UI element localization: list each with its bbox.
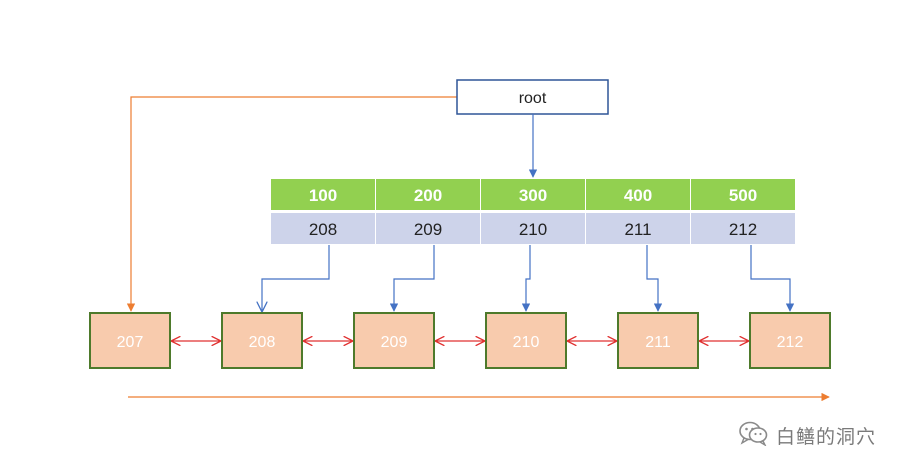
- root-node: root: [456, 79, 609, 115]
- leaf-node: 207: [89, 312, 171, 369]
- internal-node-pointers: 208 209 210 211 212: [271, 213, 795, 244]
- leaf-node: 208: [221, 312, 303, 369]
- pointer-label: 208: [309, 220, 337, 239]
- leaf-row: 207 208 209 210 211 212: [89, 312, 831, 369]
- key-cell: [691, 179, 795, 210]
- key-cell: [271, 179, 375, 210]
- pointer-label: 209: [414, 220, 442, 239]
- key-cell: [586, 179, 690, 210]
- root-label: root: [519, 90, 547, 107]
- leaf-node: 212: [749, 312, 831, 369]
- pointer-arrows: [262, 245, 795, 312]
- key-label: 400: [624, 186, 652, 205]
- watermark-text: 白鳝的洞穴: [776, 425, 877, 448]
- pointer-label: 210: [519, 220, 547, 239]
- pointer-label: 212: [729, 220, 757, 239]
- pointer-arrow: [646, 245, 663, 312]
- pointer-arrow: [389, 245, 435, 312]
- leaf-label: 210: [513, 334, 540, 351]
- wechat-icon: [738, 420, 770, 451]
- leaf-label: 208: [249, 334, 276, 351]
- root-to-first-leaf-arrow: [126, 96, 457, 312]
- pointer-label: 211: [624, 220, 651, 239]
- pointer-cell: [376, 213, 480, 244]
- leaf-label: 207: [117, 334, 144, 351]
- pointer-cell: [691, 213, 795, 244]
- pointer-arrow: [750, 245, 795, 312]
- key-cell: [481, 179, 585, 210]
- leaf-node: 210: [485, 312, 567, 369]
- key-label: 300: [519, 186, 547, 205]
- key-cell: [376, 179, 480, 210]
- leaf-label: 211: [645, 334, 671, 351]
- leaf-node: 211: [617, 312, 699, 369]
- pointer-cell: [481, 213, 585, 244]
- pointer-cell: [586, 213, 690, 244]
- key-label: 200: [414, 186, 442, 205]
- key-label: 100: [309, 186, 337, 205]
- leaf-label: 212: [777, 334, 804, 351]
- internal-node-keys: 100 200 300 400 500: [271, 179, 795, 210]
- pointer-arrow: [521, 245, 531, 312]
- leaf-label: 209: [381, 334, 408, 351]
- key-label: 500: [729, 186, 757, 205]
- leaf-node: 209: [353, 312, 435, 369]
- watermark: 白鳝的洞穴: [738, 421, 876, 449]
- pointer-arrow: [262, 245, 330, 311]
- pointer-cell: [271, 213, 375, 244]
